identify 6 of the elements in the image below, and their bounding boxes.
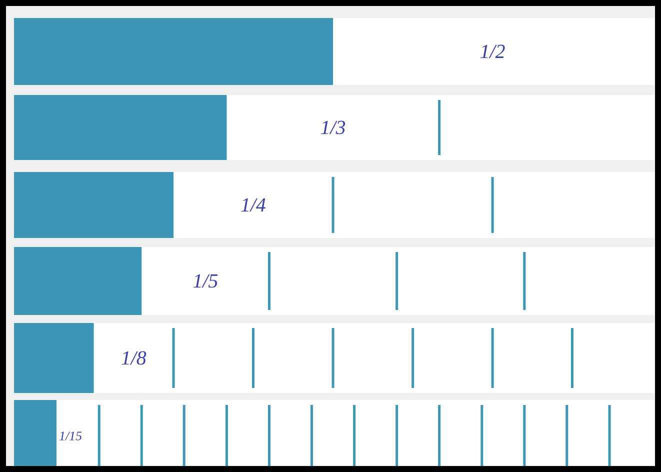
fraction-strip: 1/15 [14,400,661,472]
fraction-strip: 1/5 [14,246,661,315]
fraction-strip: 1/4 [14,172,661,238]
fraction-strip: 1/2 [14,18,661,85]
fraction-strip: 1/3 [14,94,661,160]
fraction-strip: 1/8 [14,322,661,393]
